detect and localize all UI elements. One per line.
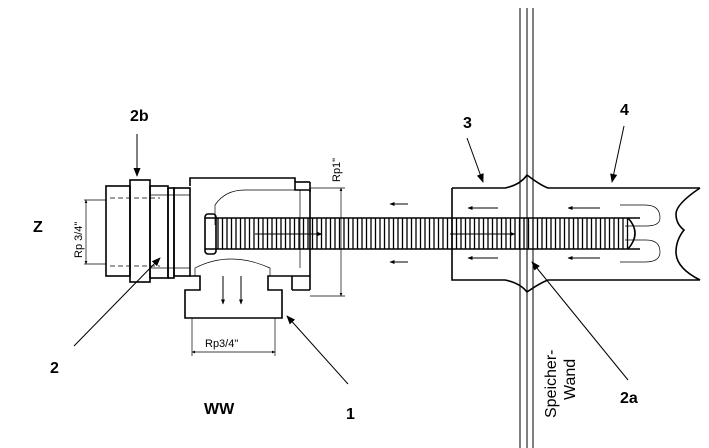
dimension-rp34-bottom: Rp3/4"	[191, 318, 276, 356]
label-3: 3	[463, 115, 472, 132]
insulating-sleeve	[451, 173, 701, 294]
label-2b: 2b	[130, 108, 149, 125]
label-2: 2	[50, 360, 59, 377]
leader-1	[286, 315, 349, 385]
union-connector	[84, 179, 191, 283]
leader-2	[73, 257, 161, 347]
dimension-label-rp34-bottom: Rp3/4"	[205, 338, 238, 350]
wall-label-line1: Speicher-	[543, 350, 560, 418]
storage-wall	[519, 8, 534, 448]
label-ww: WW	[204, 401, 235, 418]
leader-3	[466, 137, 484, 183]
dimension-label-rp1: Rp1"	[331, 158, 343, 182]
tee-fitting-body	[184, 177, 311, 319]
leader-4	[610, 125, 625, 183]
wall-label-line2: Wand	[562, 359, 579, 400]
label-4: 4	[620, 102, 629, 119]
corrugated-tube	[204, 213, 640, 255]
label-z: Z	[33, 219, 43, 236]
label-1: 1	[346, 406, 355, 423]
leader-2a	[531, 261, 629, 381]
dimension-label-rp34-left: Rp 3/4"	[73, 222, 85, 258]
dimension-rp1: Rp1"	[310, 158, 345, 297]
label-2a: 2a	[620, 390, 638, 407]
